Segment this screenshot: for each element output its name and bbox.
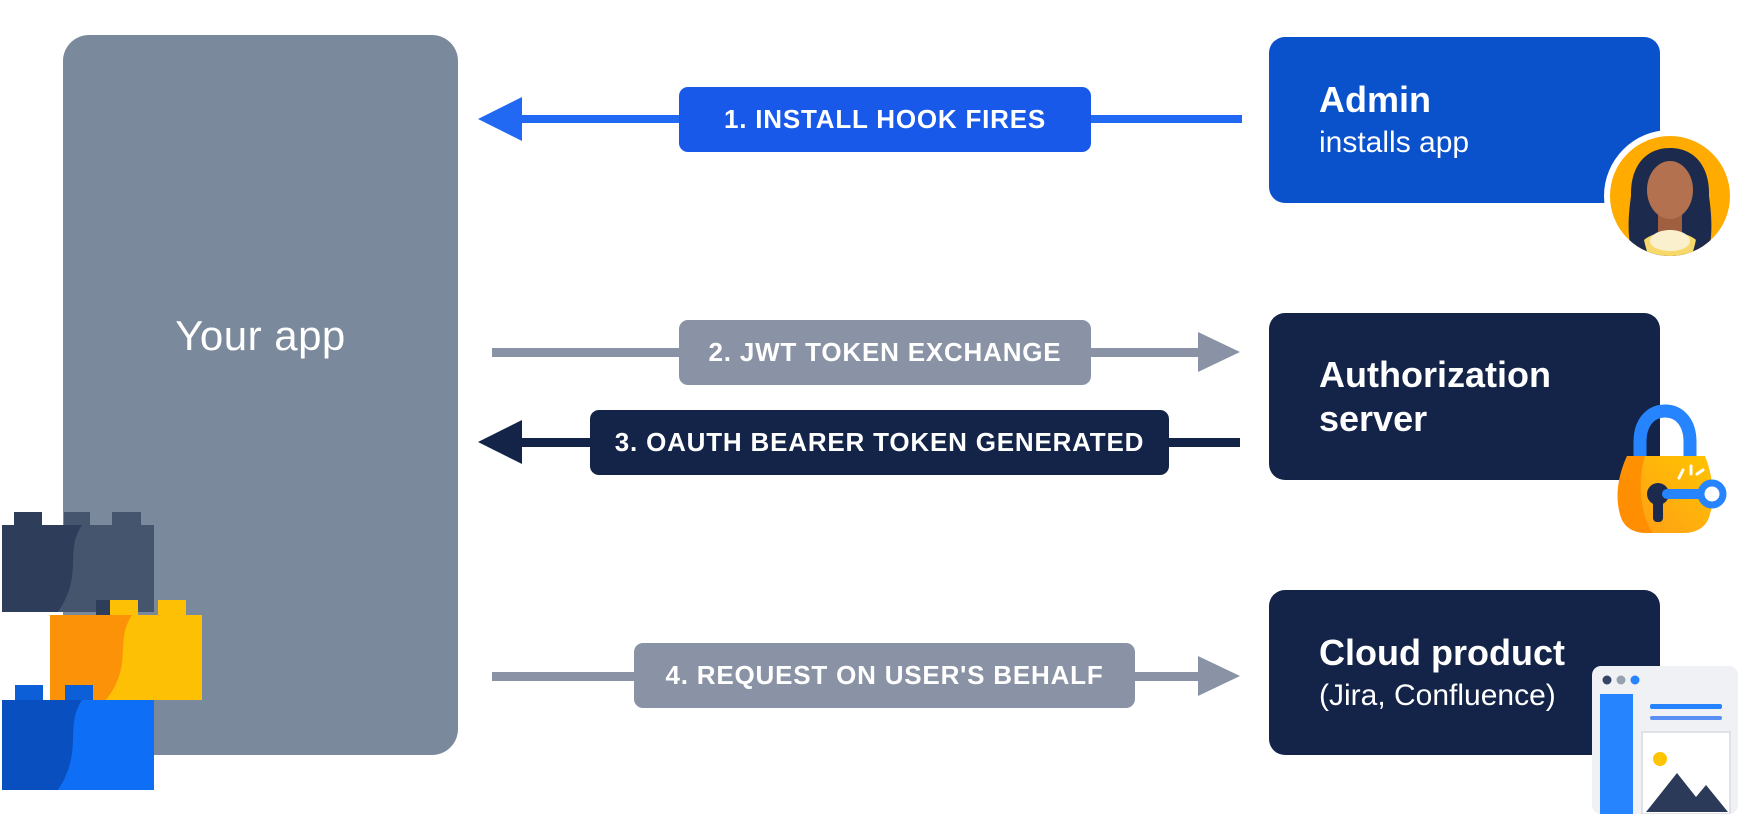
admin-card: Admin installs app	[1269, 37, 1660, 203]
arrowhead-right-icon	[1198, 656, 1240, 696]
cloud-product-title: Cloud product	[1319, 631, 1565, 673]
admin-subtitle: installs app	[1319, 126, 1470, 159]
authorization-server-card: Authorization server	[1269, 313, 1660, 480]
step-label-1: 1. INSTALL HOOK FIRES	[679, 87, 1091, 152]
authorization-server-title: Authorization server	[1319, 353, 1551, 439]
person-avatar-icon	[1604, 130, 1736, 262]
arrowhead-left-icon	[478, 97, 522, 141]
your-app-label: Your app	[175, 312, 346, 359]
lego-bricks-icon	[2, 512, 202, 790]
step-label-3: 3. OAUTH BEARER TOKEN GENERATED	[590, 410, 1169, 475]
admin-title: Admin	[1319, 79, 1431, 120]
cloud-product-subtitle: (Jira, Confluence)	[1319, 678, 1556, 712]
arrowhead-right-icon	[1198, 332, 1240, 372]
step-label-4: 4. REQUEST ON USER'S BEHALF	[634, 643, 1135, 708]
step-label-2: 2. JWT TOKEN EXCHANGE	[679, 320, 1091, 385]
arrowhead-left-icon	[478, 420, 522, 464]
padlock-key-icon	[1617, 404, 1727, 533]
browser-window-icon	[1592, 666, 1738, 814]
